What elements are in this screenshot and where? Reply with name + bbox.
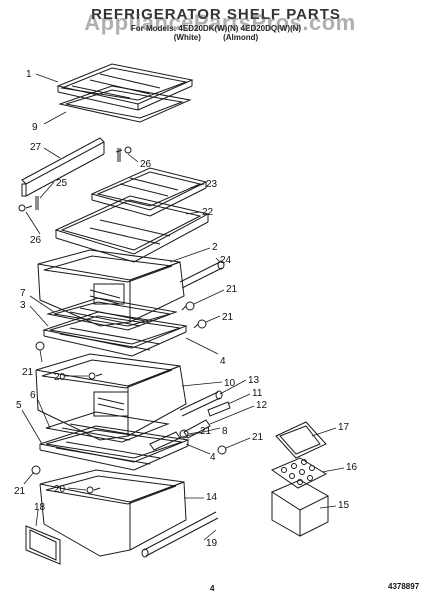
part-21-clip-b — [193, 319, 207, 329]
callout-22: 22 — [202, 207, 214, 218]
part-15-bin — [270, 479, 330, 537]
callout-23: 23 — [206, 179, 218, 190]
part-10-crisper-drawer — [35, 353, 187, 441]
callout-19: 19 — [206, 538, 218, 549]
diagram-title: REFRIGERATOR SHELF PARTS — [91, 6, 341, 23]
document-number: 4378897 — [388, 582, 420, 591]
diagram-header: REFRIGERATOR SHELF PARTS For Models: 4ED… — [0, 6, 432, 42]
callout-4-upper: 4 — [220, 356, 226, 367]
part-3-crisper-cover — [42, 311, 188, 357]
part-9-shelf-frame — [58, 85, 192, 123]
page-number: 4 — [210, 584, 215, 593]
part-21-clip-e — [217, 445, 227, 455]
part-14-meat-drawer — [39, 469, 187, 557]
callout-21-e: 21 — [252, 432, 264, 443]
callout-26-lower: 26 — [30, 235, 42, 246]
callout-20-a: 20 — [54, 372, 66, 383]
callout-9: 9 — [32, 122, 38, 133]
model-numbers: For Models: 4ED20DK(W)(N) 4ED20DQ(W)(N) — [130, 24, 302, 33]
callout-18: 18 — [34, 502, 46, 513]
callout-21-b: 21 — [222, 312, 234, 323]
color-almond-label: (Almond) — [223, 33, 259, 42]
callout-6: 6 — [30, 390, 36, 401]
callout-3: 3 — [20, 300, 26, 311]
callout-13: 13 — [248, 375, 260, 386]
callout-21-f: 21 — [14, 486, 26, 497]
callout-12: 12 — [256, 400, 268, 411]
color-white-label: (White) — [173, 33, 201, 42]
callout-4-lower: 4 — [210, 452, 216, 463]
part-6-glass-insert — [45, 411, 170, 443]
part-26-screw-upper — [115, 146, 132, 154]
callout-8: 8 — [222, 426, 228, 437]
callout-14: 14 — [206, 492, 218, 503]
part-27-trim — [21, 137, 105, 197]
callout-21-d: 21 — [200, 426, 212, 437]
part-20-screw-a — [88, 372, 103, 380]
callout-1: 1 — [26, 69, 32, 80]
part-24-rail — [179, 260, 225, 289]
callout-27: 27 — [30, 142, 42, 153]
callout-26-upper: 26 — [140, 159, 152, 170]
callout-17: 17 — [338, 422, 350, 433]
callout-24: 24 — [220, 255, 232, 266]
part-22-shelf — [54, 195, 210, 263]
part-11-bracket — [207, 401, 231, 417]
callout-5: 5 — [16, 400, 22, 411]
callout-21-a: 21 — [226, 284, 238, 295]
part-8-bracket — [149, 431, 181, 451]
callout-20-b: 20 — [54, 484, 66, 495]
part-13-rail — [179, 390, 223, 417]
part-19-rail — [141, 511, 219, 558]
callout-7: 7 — [20, 288, 26, 299]
callout-21-c: 21 — [22, 367, 34, 378]
part-17-lid — [275, 421, 327, 459]
part-5-crisper-cover — [39, 425, 190, 471]
part-20-screw-b — [86, 486, 101, 494]
callout-11: 11 — [252, 388, 263, 399]
part-21-clip-f — [31, 465, 41, 475]
callout-15: 15 — [338, 500, 350, 511]
callout-10: 10 — [224, 378, 236, 389]
callout-25: 25 — [56, 178, 68, 189]
part-21-clip-a — [181, 301, 195, 311]
callout-2: 2 — [212, 242, 218, 253]
part-25-bracket — [35, 148, 121, 210]
part-26-screw-lower — [18, 204, 33, 212]
callout-16: 16 — [346, 462, 358, 473]
color-legend: (White) (Almond) — [0, 33, 432, 42]
part-23-glass-shelf — [90, 167, 208, 217]
leader-lines — [21, 73, 345, 541]
part-18-label — [25, 525, 61, 565]
